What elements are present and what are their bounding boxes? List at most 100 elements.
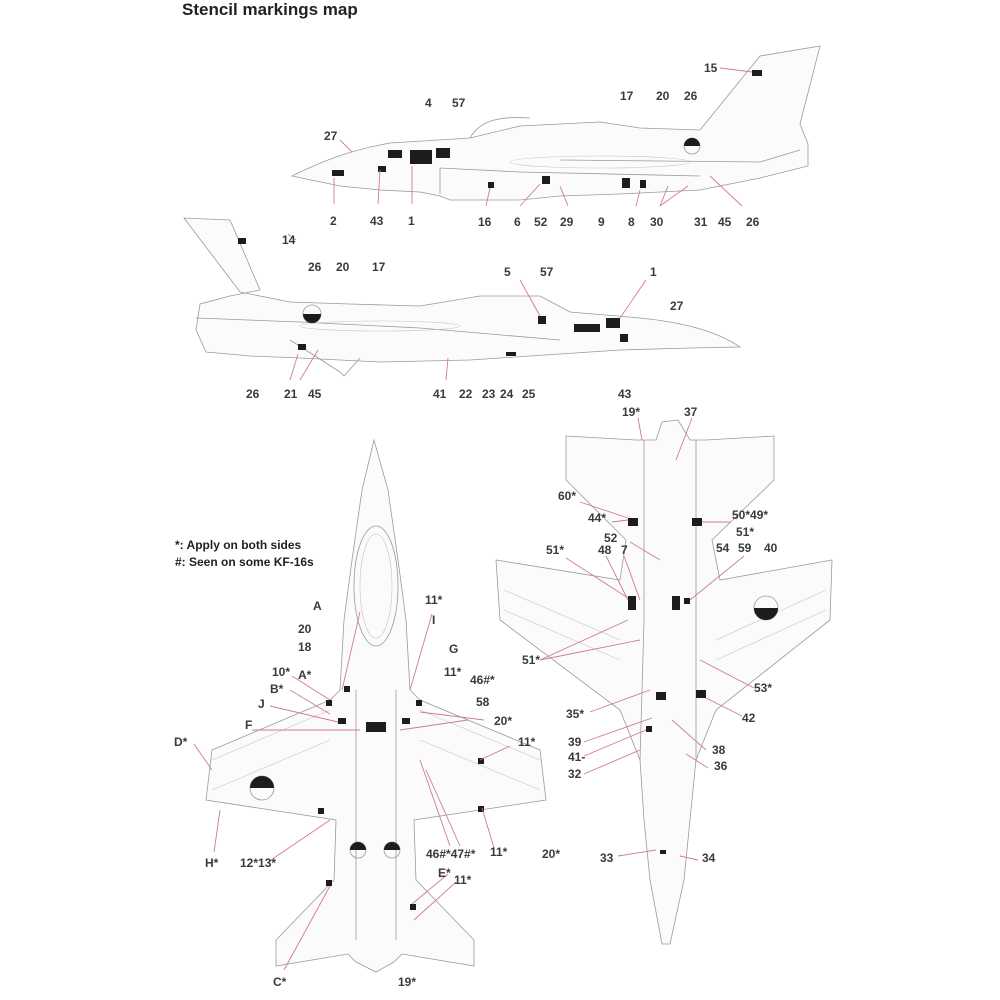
callout: 11* — [490, 845, 508, 859]
callout: 24 — [500, 387, 514, 401]
callout: 41- — [568, 750, 585, 764]
callout: 6 — [514, 215, 521, 229]
callout: 48 — [598, 543, 612, 557]
callout: 42 — [742, 711, 756, 725]
callout: 45 — [718, 215, 732, 229]
callout: 19* — [622, 405, 640, 419]
callout: 26 — [246, 387, 260, 401]
callout: 57 — [452, 96, 466, 110]
callout: 57 — [540, 265, 554, 279]
callout: 43 — [370, 214, 384, 228]
leader-lines — [193, 67, 755, 971]
callout: C* — [273, 975, 287, 989]
callout: F — [245, 718, 252, 732]
callout: 20 — [298, 622, 312, 636]
side-view-left — [290, 45, 821, 201]
callout: A* — [298, 668, 312, 682]
callout: 51* — [546, 543, 564, 557]
callout: D* — [174, 735, 188, 749]
callout: 36 — [714, 759, 728, 773]
callouts-side-right: 14 26 20 17 5 57 1 27 26 21 45 41 22 23 … — [246, 233, 684, 401]
callout: 27 — [670, 299, 684, 313]
callout: A — [313, 599, 322, 613]
callout: 58 — [476, 695, 490, 709]
callout: I — [432, 613, 435, 627]
callout: 54 — [716, 541, 730, 555]
callout: 2 — [330, 214, 337, 228]
callout: 10* — [272, 665, 290, 679]
callout: 44* — [588, 511, 606, 525]
callout: 46#*47#* — [426, 847, 476, 861]
callout: 43 — [618, 387, 632, 401]
callout: 7 — [621, 543, 628, 557]
callout: 27 — [324, 129, 338, 143]
note-both-sides: *: Apply on both sides — [175, 538, 302, 552]
callout: 25 — [522, 387, 536, 401]
callout: 59 — [738, 541, 752, 555]
callout: 38 — [712, 743, 726, 757]
callout: 5 — [504, 265, 511, 279]
callout: 45 — [308, 387, 322, 401]
callout: 26 — [746, 215, 760, 229]
callout: 51* — [522, 653, 540, 667]
callout: B* — [270, 682, 284, 696]
callout: 41 — [433, 387, 447, 401]
callout: 29 — [560, 215, 574, 229]
callout: 34 — [702, 851, 716, 865]
callout: 17 — [620, 89, 634, 103]
callout: 52 — [604, 531, 618, 545]
note-some-kf16s: #: Seen on some KF-16s — [175, 555, 314, 569]
callout: 11* — [425, 593, 443, 607]
callout: 20 — [336, 260, 350, 274]
callout: 33 — [600, 851, 614, 865]
callout: 37 — [684, 405, 698, 419]
callout: 23 — [482, 387, 496, 401]
callout: 53* — [754, 681, 772, 695]
callout: 46#* — [470, 673, 495, 687]
callout: 31 — [694, 215, 708, 229]
callout: 52 — [534, 215, 548, 229]
callouts-top: 11* I A 20 18 G 11* 46#* 10* A* B* J 58 … — [174, 593, 560, 989]
callout: 12*13* — [240, 856, 276, 870]
callout: 19* — [398, 975, 416, 989]
callout: 32 — [568, 767, 582, 781]
callout: 20* — [494, 714, 512, 728]
callout: 18 — [298, 640, 312, 654]
callout: 8 — [628, 215, 635, 229]
callout: 51* — [736, 525, 754, 539]
callout: 40 — [764, 541, 778, 555]
bottom-view — [495, 419, 833, 945]
callout: 20* — [542, 847, 560, 861]
callout: 26 — [684, 89, 698, 103]
callout: 11* — [454, 873, 472, 887]
callout: 39 — [568, 735, 582, 749]
callout: 21 — [284, 387, 298, 401]
callout: 22 — [459, 387, 473, 401]
top-view — [205, 438, 547, 973]
callout: J — [258, 697, 265, 711]
callout: 11* — [444, 665, 462, 679]
callout: 4 — [425, 96, 432, 110]
side-view-right — [183, 217, 742, 377]
callout: E* — [438, 866, 451, 880]
page-title: Stencil markings map — [182, 0, 358, 19]
callout: H* — [205, 856, 219, 870]
callout: 17 — [372, 260, 386, 274]
callout: 1 — [408, 214, 415, 228]
callout: 9 — [598, 215, 605, 229]
callout: 16 — [478, 215, 492, 229]
callout: 26 — [308, 260, 322, 274]
callouts-side-left: 15 27 4 57 17 20 26 2 43 1 16 6 52 29 9 … — [324, 61, 760, 229]
callout: 1 — [650, 265, 657, 279]
callout: 15 — [704, 61, 718, 75]
callout: 14 — [282, 233, 296, 247]
callout: 35* — [566, 707, 584, 721]
legend-notes: *: Apply on both sides #: Seen on some K… — [175, 537, 314, 571]
callout: 11* — [518, 735, 536, 749]
callouts-bottom: 19* 37 60* 44* 50*49* 51* 52 51* 48 7 54… — [522, 405, 778, 865]
callout: 20 — [656, 89, 670, 103]
callout: 30 — [650, 215, 664, 229]
callout: 60* — [558, 489, 576, 503]
callout: G — [449, 642, 458, 656]
